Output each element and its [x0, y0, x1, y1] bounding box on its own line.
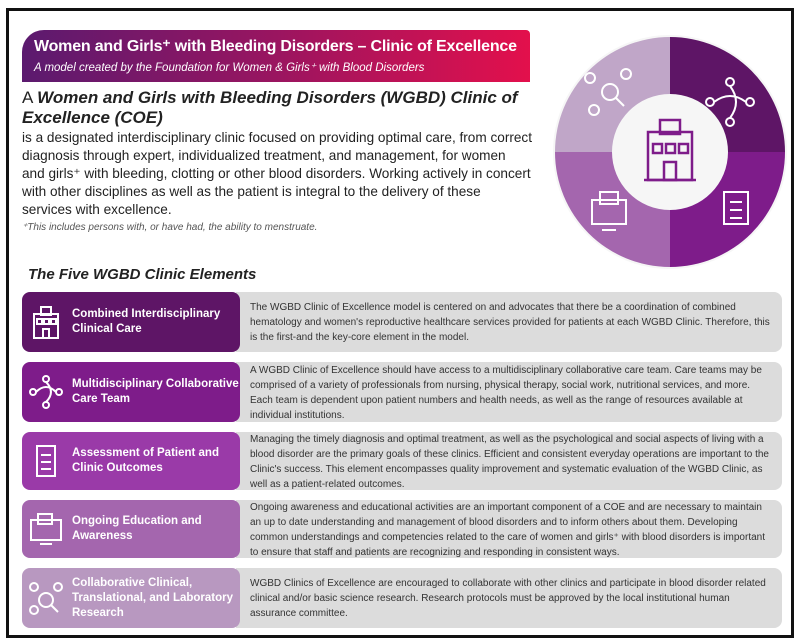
hospital-icon — [33, 306, 59, 339]
element-title: Multidisciplinary Collaborative Care Tea… — [72, 378, 239, 405]
element-row: Multidisciplinary Collaborative Care Tea… — [22, 362, 782, 422]
element-row: Collaborative Clinical, Translational, a… — [22, 568, 782, 628]
intro-body: is a designated interdisciplinary clinic… — [22, 130, 533, 217]
team-network-icon — [29, 375, 63, 409]
element-description: Managing the timely diagnosis and optima… — [236, 432, 782, 490]
computer-education-icon — [591, 191, 627, 231]
computer-education-icon — [30, 513, 62, 545]
section-title: The Five WGBD Clinic Elements — [28, 266, 257, 283]
donut-segment-1 — [670, 37, 785, 152]
element-title: Collaborative Clinical, Translational, a… — [72, 576, 234, 619]
donut-segment-4 — [555, 37, 670, 152]
team-network-icon — [705, 77, 755, 127]
intro-lead: A — [22, 88, 38, 107]
intro-footnote: ⁺This includes persons with, or have had… — [22, 222, 318, 233]
clipboard-icon — [36, 445, 56, 477]
element-label: Ongoing Education and Awareness — [22, 500, 240, 558]
intro: A Women and Girls with Bleeding Disorder… — [22, 88, 532, 233]
element-label: Assessment of Patient and Clinic Outcome… — [22, 432, 240, 490]
clipboard-icon — [723, 191, 749, 225]
element-label: Multidisciplinary Collaborative Care Tea… — [22, 362, 240, 422]
element-title: Assessment of Patient and Clinic Outcome… — [72, 447, 219, 474]
element-description: WGBD Clinics of Excellence are encourage… — [236, 568, 782, 628]
element-row: Assessment of Patient and Clinic Outcome… — [22, 432, 782, 490]
element-row: Ongoing Education and Awareness Ongoing … — [22, 500, 782, 558]
research-icon — [29, 582, 63, 615]
research-icon — [584, 68, 632, 116]
element-title: Ongoing Education and Awareness — [72, 515, 202, 542]
element-description: A WGBD Clinic of Excellence should have … — [236, 362, 782, 422]
header-banner: Women and Girls⁺ with Bleeding Disorders… — [22, 30, 530, 82]
donut-segment-3 — [555, 152, 670, 267]
element-title: Combined Interdisciplinary Clinical Care — [72, 308, 221, 335]
element-label: Collaborative Clinical, Translational, a… — [22, 568, 240, 628]
element-label: Combined Interdisciplinary Clinical Care — [22, 292, 240, 352]
donut-segment-2 — [670, 152, 785, 267]
element-description: Ongoing awareness and educational activi… — [236, 500, 782, 558]
intro-heading: A Women and Girls with Bleeding Disorder… — [22, 88, 532, 128]
hospital-icon — [644, 118, 696, 182]
elements-donut — [553, 35, 787, 269]
element-row: Combined Interdisciplinary Clinical Care… — [22, 292, 782, 352]
intro-heading-text: Women and Girls with Bleeding Disorders … — [22, 88, 518, 127]
header-subtitle: A model created by the Foundation for Wo… — [34, 62, 425, 74]
element-description: The WGBD Clinic of Excellence model is c… — [236, 292, 782, 352]
header-title: Women and Girls⁺ with Bleeding Disorders… — [34, 38, 517, 55]
